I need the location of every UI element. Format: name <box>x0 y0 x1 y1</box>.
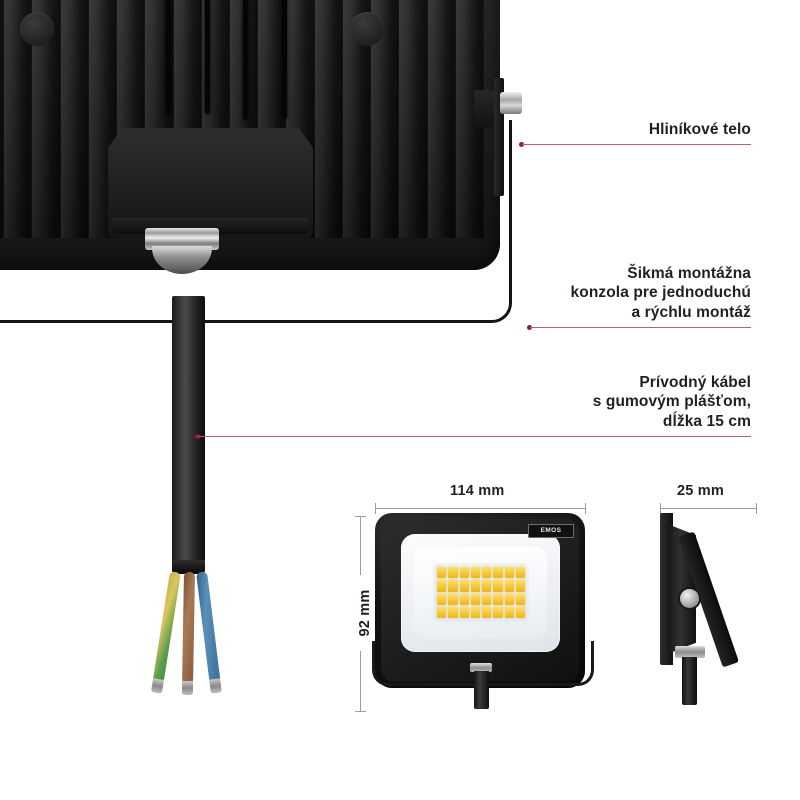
dimension-tick-width-left <box>375 503 376 514</box>
side-view-back-plate <box>660 513 673 665</box>
led-chip <box>459 593 469 605</box>
callout-aluminium-body: Hliníkové telo <box>648 121 751 138</box>
led-chip <box>482 593 492 605</box>
led-chip <box>448 580 458 592</box>
front-view-floodlight: EMOS <box>372 513 594 709</box>
led-chip <box>515 593 525 605</box>
hero-rear-view-floodlight <box>0 0 522 323</box>
led-chip <box>470 593 480 605</box>
u-mounting-bracket <box>0 120 512 323</box>
led-chip <box>459 567 469 579</box>
neutral-wire <box>196 571 221 684</box>
led-chip <box>504 580 514 592</box>
vent-slot <box>282 0 287 119</box>
vent-slot <box>205 0 210 114</box>
dimension-tick-depth-left <box>660 503 661 514</box>
vent-slot <box>166 0 171 114</box>
led-chip <box>459 606 469 618</box>
vent-slot <box>243 0 248 120</box>
led-chip <box>504 593 514 605</box>
live-wire-tip <box>182 681 193 695</box>
side-view-cable <box>682 657 697 705</box>
led-chip <box>515 567 525 579</box>
callout-leader-supply-cable <box>198 436 751 437</box>
side-view-pivot-screw-icon <box>680 589 699 608</box>
led-chip <box>470 606 480 618</box>
led-chip <box>448 606 458 618</box>
led-chip <box>493 580 503 592</box>
cable-gland-nut <box>145 228 219 250</box>
led-chip <box>448 567 458 579</box>
dimension-tick-height-bottom <box>355 711 366 712</box>
led-chip <box>482 580 492 592</box>
dimension-line-width <box>375 508 585 509</box>
led-chip <box>482 606 492 618</box>
led-chip <box>515 580 525 592</box>
mounting-boss <box>350 12 384 46</box>
dimension-label-width: 114 mm <box>445 483 510 499</box>
led-chip <box>470 580 480 592</box>
led-chip <box>493 593 503 605</box>
pivot-bolt-icon <box>500 92 522 114</box>
mounting-boss <box>20 12 54 46</box>
dimension-label-height: 92 mm <box>357 575 373 651</box>
dimension-line-depth <box>660 508 756 509</box>
dimension-label-depth: 25 mm <box>672 483 729 499</box>
side-view-cable-gland <box>675 646 705 658</box>
callout-dot-aluminium-body <box>519 142 524 147</box>
led-chip <box>482 567 492 579</box>
callout-leader-aluminium-body <box>522 144 751 145</box>
callout-mounting-bracket: Šikmá montážna konzola pre jednoduchú a … <box>570 265 751 321</box>
neutral-wire-tip <box>209 678 222 694</box>
earth-wire <box>152 571 181 684</box>
led-chip <box>493 567 503 579</box>
led-chip <box>437 606 447 618</box>
dimension-tick-height-top <box>355 516 366 517</box>
earth-wire-tip <box>150 678 165 694</box>
led-chip <box>515 606 525 618</box>
brand-badge-label: EMOS <box>540 526 562 534</box>
live-wire <box>182 571 195 685</box>
dimension-tick-width-right <box>585 503 586 514</box>
led-chip <box>470 567 480 579</box>
led-chip <box>448 593 458 605</box>
side-view-floodlight <box>660 513 768 705</box>
front-view-cable <box>474 671 489 709</box>
callout-dot-mounting-bracket <box>527 325 532 330</box>
callout-supply-cable: Prívodný kábel s gumovým plášťom, dĺžka … <box>592 374 751 430</box>
callout-dot-supply-cable <box>195 434 200 439</box>
led-chip <box>459 580 469 592</box>
led-chip <box>437 567 447 579</box>
led-chip <box>437 593 447 605</box>
led-array <box>433 563 529 622</box>
supply-cable-sheath <box>172 296 205 572</box>
led-chip <box>504 567 514 579</box>
callout-leader-mounting-bracket <box>530 327 751 328</box>
led-chip <box>504 606 514 618</box>
led-chip <box>437 580 447 592</box>
brand-badge: EMOS <box>528 524 574 538</box>
led-chip <box>493 606 503 618</box>
supply-cable-end <box>172 560 205 574</box>
dimension-tick-depth-right <box>756 503 757 514</box>
front-view-cable-gland <box>470 663 492 672</box>
